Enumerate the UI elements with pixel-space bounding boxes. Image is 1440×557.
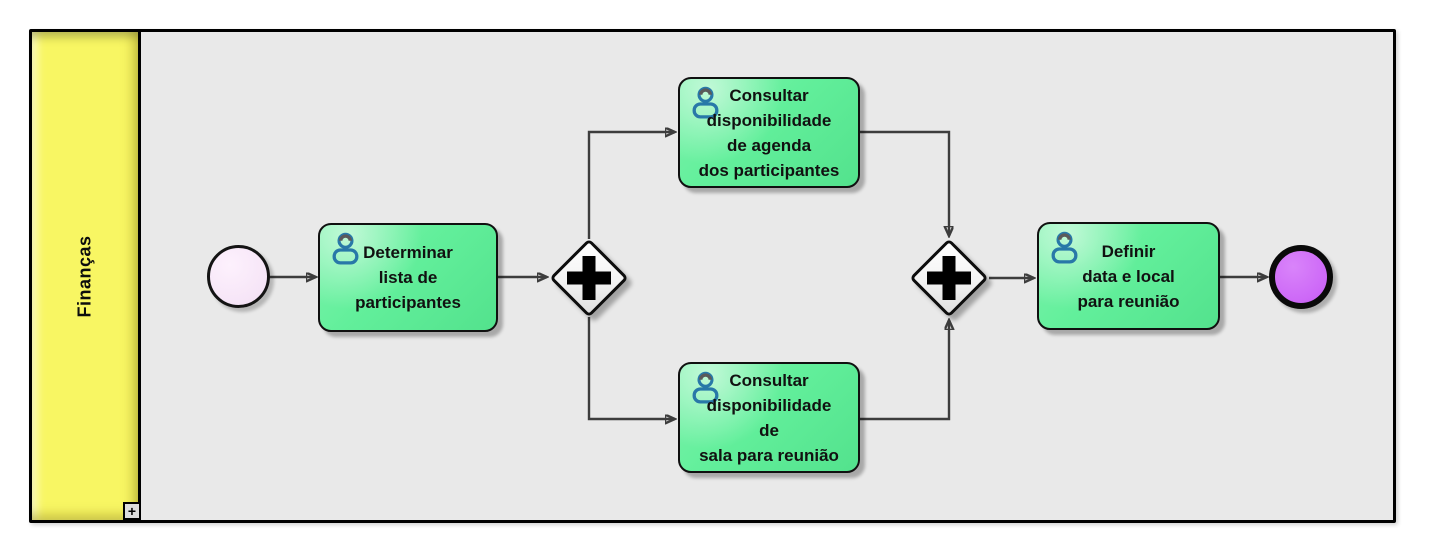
task-label-line: disponibilidade — [706, 110, 832, 130]
task-determinar-lista[interactable]: Determinar lista de participantes — [318, 223, 498, 332]
gateway-diamond — [909, 238, 989, 318]
user-icon — [692, 86, 719, 119]
sequence-flows — [269, 32, 1393, 520]
gateway-diamond — [549, 238, 629, 318]
user-icon — [692, 371, 719, 404]
task-label-line: para reunião — [1077, 291, 1180, 311]
task-label-line: participantes — [355, 293, 461, 312]
start-event[interactable] — [207, 245, 270, 308]
task-definir-data-local[interactable]: Definir data e local para reunião — [1037, 222, 1220, 330]
task-label: Consultar disponibilidade de agenda dos … — [680, 79, 858, 186]
task-label-line: Consultar — [729, 85, 809, 105]
task-label-line: disponibilidade — [706, 395, 832, 415]
task-label-line: Definir — [1101, 241, 1156, 261]
task-label: Determinar lista de participantes — [320, 225, 496, 330]
flow-agenda-to-gateway2[interactable] — [860, 130, 949, 236]
task-label: Consultar disponibilidade de sala para r… — [680, 364, 858, 471]
process-pool: Finanças + — [29, 29, 1396, 523]
plus-icon — [564, 253, 614, 303]
flow-gateway1-to-agenda[interactable] — [587, 132, 675, 239]
parallel-gateway-split[interactable] — [549, 238, 629, 318]
plus-icon — [924, 253, 974, 303]
task-label-line: sala para reunião — [699, 445, 839, 465]
lane-expand-button[interactable]: + — [123, 502, 141, 520]
task-label-line: de — [759, 420, 779, 440]
user-icon — [1051, 231, 1078, 264]
expand-plus-icon: + — [127, 503, 137, 519]
task-label-line: Consultar — [729, 370, 809, 390]
task-label-line: dos participantes — [698, 160, 840, 180]
task-label-line: data e local — [1082, 266, 1175, 286]
task-label-line: de agenda — [726, 135, 812, 155]
user-icon — [332, 232, 359, 265]
task-label-line: Determinar — [363, 243, 453, 262]
task-consultar-sala[interactable]: Consultar disponibilidade de sala para r… — [678, 362, 860, 473]
task-label-line: lista de — [378, 268, 438, 287]
task-label: Definir data e local para reunião — [1039, 224, 1218, 328]
flow-sala-to-gateway2[interactable] — [860, 320, 949, 421]
flow-gateway1-to-sala[interactable] — [587, 317, 675, 419]
lane-financas[interactable]: Finanças — [32, 32, 141, 520]
task-consultar-agenda[interactable]: Consultar disponibilidade de agenda dos … — [678, 77, 860, 188]
end-event[interactable] — [1269, 245, 1333, 309]
parallel-gateway-join[interactable] — [909, 238, 989, 318]
